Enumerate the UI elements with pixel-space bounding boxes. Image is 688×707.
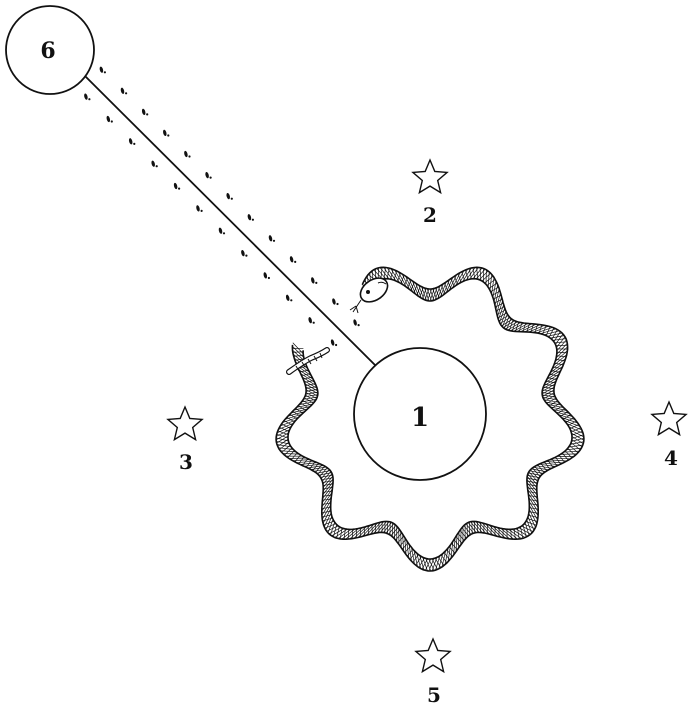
footprint-toe [88,98,90,100]
footprint-mark [120,87,125,94]
footprint-toe [294,261,296,263]
star-4-label: 4 [664,446,678,470]
star-4-icon [652,402,686,435]
footprint-toe [111,120,113,122]
footprint-toe [223,232,225,234]
footprint-mark [226,193,231,200]
footprint-toe [245,255,247,257]
footprint-toe [336,303,338,305]
footprint-mark [263,272,268,279]
footprint-mark [128,138,133,145]
star-5-label: 5 [427,683,441,707]
footprint-mark [184,150,189,157]
connecting-path-line [83,74,377,367]
footprint-toe [188,155,190,157]
star-3: 3 [168,407,202,474]
footprint-toe [201,210,203,212]
footprint-mark [99,66,104,73]
footprint-mark [330,339,335,346]
star-3-icon [168,407,202,440]
footprint-mark [141,108,146,115]
footprint-mark [285,294,290,301]
circle-6-label: 6 [40,38,55,64]
footprint-mark [353,319,358,326]
footprint-toe [315,282,317,284]
footprint-mark [162,129,167,136]
star-3-label: 3 [179,450,193,474]
circle-1: 1 [354,348,486,480]
footprint-mark [268,235,273,242]
footprint-toe [210,177,212,179]
footprint-toe [268,277,270,279]
footprint-toe [156,165,158,167]
footprint-mark [289,256,294,263]
footprint-mark [173,182,178,189]
footprint-toe [231,198,233,200]
star-5: 5 [416,639,450,707]
footprint-toe [313,322,315,324]
footprint-toe [133,143,135,145]
footprint-mark [310,277,315,284]
footprint-mark [308,317,313,324]
star-5-icon [416,639,450,672]
footprint-toe [167,134,169,136]
footprint-mark [196,205,201,212]
circle-6: 6 [6,6,94,94]
footprint-trail [84,66,360,346]
footprint-toe [125,92,127,94]
footprint-mark [106,115,111,122]
star-2-icon [413,160,447,193]
footprint-toe [178,188,180,190]
footprint-toe [252,219,254,221]
footprint-toe [335,344,337,346]
footprint-mark [151,160,156,167]
footprint-toe [104,71,106,73]
footprint-toe [290,299,292,301]
footprint-toe [358,324,360,326]
footprint-toe [146,113,148,115]
footprint-mark [218,227,223,234]
footprint-mark [247,214,252,221]
footprint-mark [241,250,246,257]
star-4: 4 [652,402,686,470]
circle-1-label: 1 [411,403,429,433]
footprint-toe [273,240,275,242]
footprint-mark [332,298,337,305]
star-2: 2 [413,160,447,227]
star-2-label: 2 [423,203,437,227]
footprint-mark [205,172,210,179]
footprint-mark [84,93,89,100]
